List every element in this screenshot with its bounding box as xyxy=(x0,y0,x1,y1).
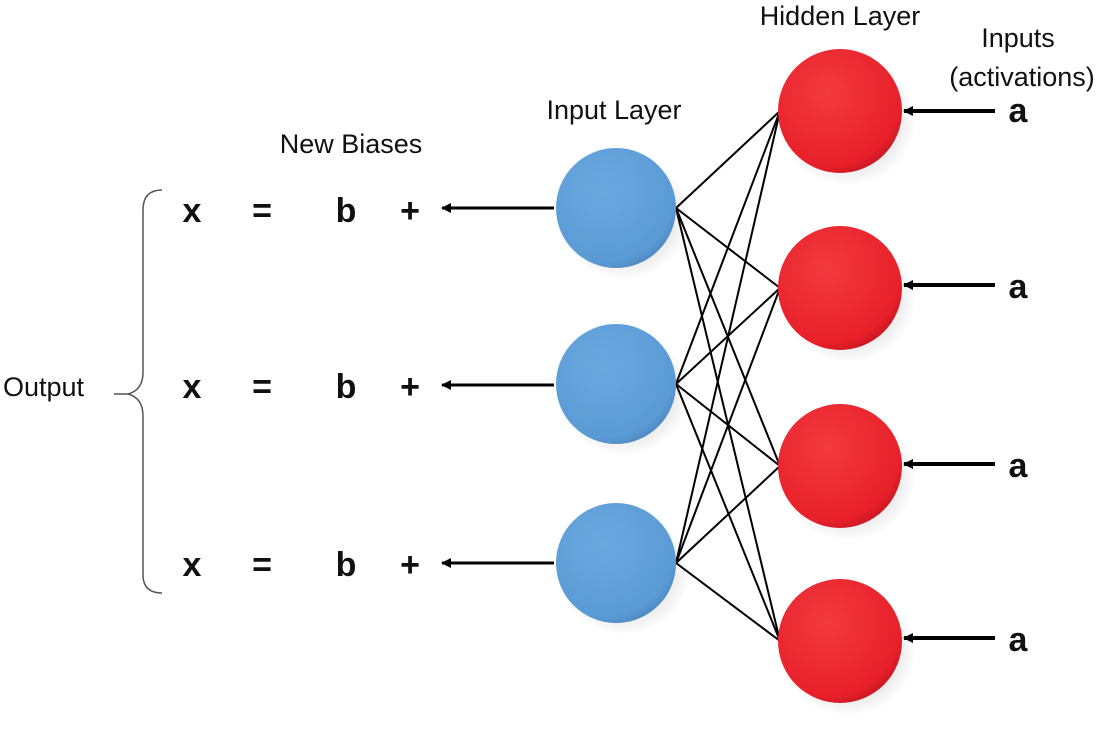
equation-x: x xyxy=(183,546,202,584)
inputs-label-line1: Inputs xyxy=(981,23,1055,53)
equation-b: b xyxy=(336,546,357,584)
hidden-layer-label: Hidden Layer xyxy=(760,1,921,31)
input-node-1 xyxy=(556,148,690,280)
equation-equals: = xyxy=(252,368,272,406)
hidden-node-1 xyxy=(778,49,916,186)
input-layer-label: Input Layer xyxy=(546,95,681,125)
activation-label-3: a xyxy=(1009,447,1029,485)
equation-plus: + xyxy=(400,368,420,406)
input-node-3 xyxy=(556,503,690,635)
activation-label-2: a xyxy=(1009,268,1029,306)
output-brace xyxy=(114,189,163,594)
equation-row-1: x = b + xyxy=(183,192,420,230)
equation-plus: + xyxy=(400,546,420,584)
equation-row-3: x = b + xyxy=(183,546,420,584)
output-label: Output xyxy=(3,372,85,402)
equation-equals: = xyxy=(252,546,272,584)
activation-label-1: a xyxy=(1009,92,1029,130)
hidden-node-4 xyxy=(778,579,916,716)
equation-plus: + xyxy=(400,192,420,230)
equation-b: b xyxy=(336,192,357,230)
equation-x: x xyxy=(183,368,202,406)
hidden-node-2 xyxy=(778,226,916,363)
input-node-2 xyxy=(556,324,690,456)
activation-label-4: a xyxy=(1009,621,1029,659)
equation-equals: = xyxy=(252,192,272,230)
equation-x: x xyxy=(183,192,202,230)
new-biases-label: New Biases xyxy=(280,129,423,159)
inputs-label-line2: (activations) xyxy=(949,62,1095,92)
hidden-node-3 xyxy=(778,404,916,541)
connection-lines xyxy=(675,110,781,642)
equation-row-2: x = b + xyxy=(183,368,420,406)
equation-b: b xyxy=(336,368,357,406)
